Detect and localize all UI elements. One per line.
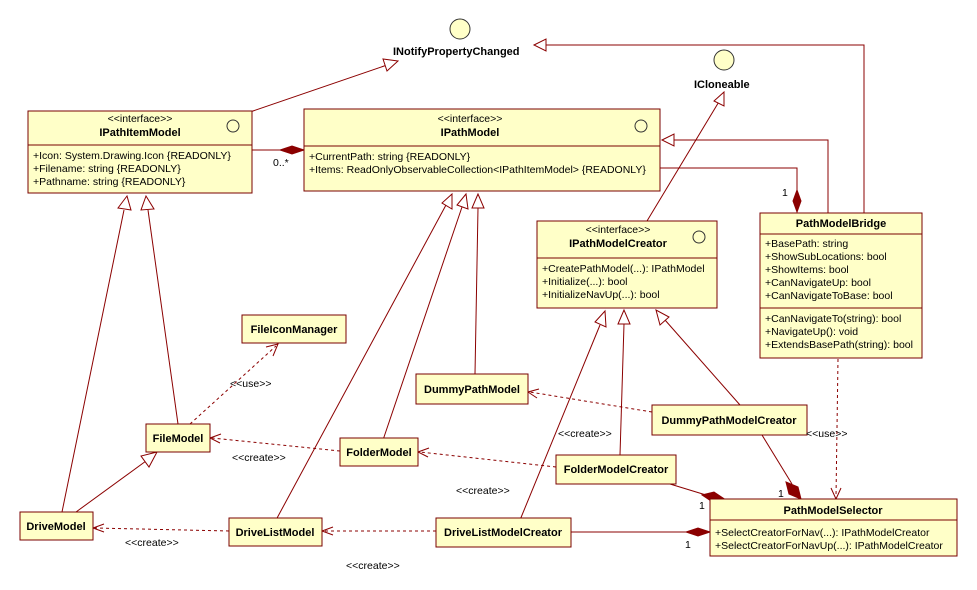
attribute: +CanNavigateToBase: bool (765, 290, 893, 302)
edge-bridge-inotify (532, 38, 865, 213)
operation: +InitializeNavUp(...): bool (542, 289, 660, 301)
attribute: +BasePath: string (765, 238, 848, 250)
attribute: +ShowSubLocations: bool (765, 251, 887, 263)
create-label: <<create>> (346, 560, 400, 572)
edge-selector-dummycreator (761, 434, 802, 500)
stereotype: <<interface>> (438, 113, 503, 125)
class-name: DummyPathModelCreator (661, 415, 797, 427)
stereotype: <<interface>> (586, 224, 651, 236)
class-name: IPathModel (441, 127, 500, 139)
use-label: <<use>> (230, 378, 271, 390)
edge-folder-ipathmodel (382, 192, 469, 441)
edge-foldercreator-foldermodel (416, 447, 557, 468)
edge-drivelist-ipathmodel (275, 192, 453, 521)
edge-selector-drivelistcreator (571, 527, 712, 537)
edge-drivelistcreator-creator (519, 309, 607, 521)
class-name: DummyPathModel (424, 384, 520, 396)
edge-drivelistcreator-drivelistmodel (320, 526, 436, 536)
icloneable-lollipop-icon (713, 49, 735, 71)
edge-bridge-ipathmodel (660, 133, 829, 213)
class-ipathmodelcreator[interactable]: <<interface>> IPathModelCreator +CreateP… (536, 220, 718, 309)
class-fileiconmanager[interactable]: FileIconManager (241, 314, 347, 344)
class-name: FolderModel (346, 447, 411, 459)
class-drivelistmodelcreator[interactable]: DriveListModelCreator (435, 517, 572, 548)
edge-foldercreator-creator (617, 308, 631, 456)
attribute: +Filename: string {READONLY} (33, 163, 181, 175)
class-name: PathModelSelector (783, 505, 883, 517)
edge-drivelistmodel-drivemodel (91, 523, 230, 533)
attribute: +Icon: System.Drawing.Icon {READONLY} (33, 150, 231, 162)
icloneable-label: ICloneable (694, 79, 750, 91)
attribute: +Pathname: string {READONLY} (33, 176, 186, 188)
class-filemodel[interactable]: FileModel (145, 423, 211, 453)
edge-ipathitem-inotify (249, 58, 400, 113)
interface-marker-icon (226, 119, 240, 133)
icloneable-interface: ICloneable (694, 49, 750, 91)
edge-filemodel-ipathitem (140, 194, 179, 425)
stereotype: <<interface>> (108, 113, 173, 125)
class-name: IPathModelCreator (569, 238, 668, 250)
edge-dummy-ipathmodel (471, 192, 485, 375)
create-label: <<create>> (558, 428, 612, 440)
multiplicity-label: 1 (778, 488, 784, 500)
edge-creator-icloneable (646, 90, 725, 222)
class-name: FolderModelCreator (564, 464, 669, 476)
multiplicity-label: 1 (685, 539, 691, 551)
attribute: +ShowItems: bool (765, 264, 849, 276)
class-pathmodelbridge[interactable]: PathModelBridge +BasePath: string +ShowS… (759, 212, 923, 359)
class-ipathmodel[interactable]: <<interface>> IPathModel +CurrentPath: s… (303, 108, 661, 192)
class-name: DriveListModelCreator (444, 527, 563, 539)
attribute: +CurrentPath: string {READONLY} (309, 151, 471, 163)
class-dummypathmodel[interactable]: DummyPathModel (415, 373, 529, 405)
create-label: <<create>> (125, 537, 179, 549)
class-name: IPathItemModel (99, 127, 180, 139)
create-label: <<create>> (232, 452, 286, 464)
interface-marker-icon (692, 230, 706, 244)
class-dummypathmodelcreator[interactable]: DummyPathModelCreator (651, 404, 808, 436)
class-pathmodelselector[interactable]: PathModelSelector +SelectCreatorForNav(.… (709, 498, 958, 557)
edge-drivemodel-ipathitem (61, 194, 132, 513)
multiplicity-label: 0..* (273, 157, 289, 169)
class-drivemodel[interactable]: DriveModel (19, 511, 94, 541)
attribute: +CanNavigateUp: bool (765, 277, 871, 289)
operation: +SelectCreatorForNavUp(...): IPathModelC… (715, 540, 943, 552)
edge-dummycreator-dummymodel (526, 388, 653, 413)
class-name: FileModel (153, 433, 204, 445)
inotify-interface: INotifyPropertyChanged (393, 18, 520, 58)
class-drivelistmodel[interactable]: DriveListModel (228, 517, 323, 547)
edge-filemodel-fileiconmanager (189, 343, 279, 425)
class-name: FileIconManager (251, 324, 339, 336)
multiplicity-label: 1 (782, 187, 788, 199)
class-name: PathModelBridge (796, 218, 886, 230)
operation: +CanNavigateTo(string): bool (765, 313, 901, 325)
inotify-lollipop-icon (449, 18, 471, 40)
class-foldermodel[interactable]: FolderModel (339, 437, 419, 467)
class-ipathitemmodel[interactable]: <<interface>> IPathItemModel +Icon: Syst… (27, 110, 253, 194)
attribute: +Items: ReadOnlyObservableCollection<IPa… (309, 164, 646, 176)
edge-ipathmodel-items (252, 145, 306, 155)
edge-bridge-composition (660, 167, 802, 214)
edge-drivemodel-filemodel (75, 451, 158, 513)
class-name: DriveListModel (236, 527, 315, 539)
multiplicity-label: 1 (699, 500, 705, 512)
operation: +NavigateUp(): void (765, 326, 858, 338)
edge-dummycreator-creator (655, 309, 741, 406)
create-label: <<create>> (456, 485, 510, 497)
interface-marker-icon (634, 119, 648, 133)
class-name: DriveModel (26, 521, 85, 533)
operation: +SelectCreatorForNav(...): IPathModelCre… (715, 527, 930, 539)
operation: +ExtendsBasePath(string): bool (765, 339, 913, 351)
class-foldermodelcreator[interactable]: FolderModelCreator (555, 454, 677, 485)
use-label: <<use>> (806, 428, 847, 440)
operation: +Initialize(...): bool (542, 276, 628, 288)
operation: +CreatePathModel(...): IPathModel (542, 263, 705, 275)
inotify-label: INotifyPropertyChanged (393, 46, 520, 58)
